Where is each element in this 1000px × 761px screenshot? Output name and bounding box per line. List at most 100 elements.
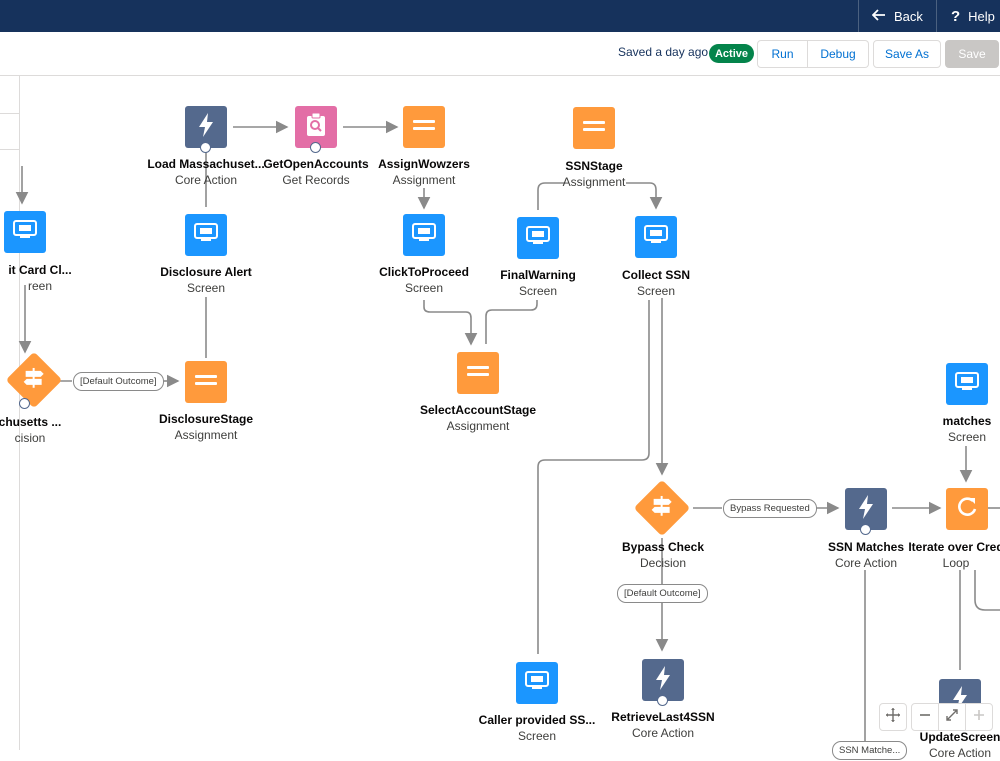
connector-dot[interactable] [310,142,321,153]
node-type: Loop [942,556,970,570]
node-name: Disclosure Alert [160,265,252,279]
screen-icon [525,670,549,696]
header-divider [858,0,859,32]
node-type: reen [27,279,53,293]
node-label: Load Massachuset... Core Action [147,156,264,188]
action-node-load-massachusetts[interactable] [185,106,227,148]
node-label: Caller provided SS... Screen [479,712,596,744]
save-button: Save [945,40,999,68]
node-name: FinalWarning [500,268,576,282]
node-name: ClickToProceed [379,265,469,279]
node-type: Screen [518,284,558,298]
node-type: Decision [639,556,687,570]
screen-node-collect-ssn[interactable] [635,216,677,258]
back-button[interactable]: Back [871,0,923,32]
plus-icon [973,708,985,726]
node-label: RetrieveLast4SSN Core Action [611,709,714,741]
action-node-retrieve-last4-ssn[interactable] [642,659,684,701]
node-label: DisclosureStage Assignment [159,411,253,443]
screen-icon [412,222,436,248]
zoom-in-button[interactable] [965,703,993,731]
node-name: Load Massachuset... [147,157,265,171]
node-name: AssignWowzers [378,157,470,171]
node-type: Core Action [928,746,992,760]
left-panel [0,76,20,750]
screen-node-caller-provided-ssn[interactable] [516,662,558,704]
arrow-left-icon [871,8,886,24]
panel-divider [0,113,19,114]
action-node-ssn-matches[interactable] [845,488,887,530]
node-name: GetOpenAccounts [263,157,369,171]
minus-icon [919,708,931,726]
assignment-icon [583,119,605,138]
assignment-node-ssn-stage[interactable] [573,107,615,149]
back-label: Back [894,8,923,24]
node-name: chusetts ... [0,415,62,429]
node-name: Bypass Check [621,540,705,554]
node-label: Bypass Check Decision [622,539,704,571]
decision-node-massachusetts[interactable] [5,351,63,409]
help-button[interactable]: ? Help [951,0,995,32]
connector-dot[interactable] [860,524,871,535]
connector-dot[interactable] [19,398,30,409]
lightning-icon [951,685,969,715]
node-type: Core Action [834,556,898,570]
flow-canvas[interactable] [20,76,1000,750]
edge-label-ssn-match[interactable]: SSN Matche... [832,741,908,760]
zoom-out-button[interactable] [911,703,939,731]
assignment-node-select-account-stage[interactable] [457,352,499,394]
screen-icon [644,224,668,250]
node-label: Collect SSN Screen [622,267,690,299]
node-label: chusetts ... cision [0,414,61,446]
screen-node-disclosure-alert[interactable] [185,214,227,256]
screen-node-matches[interactable] [946,363,988,405]
edge-label-default-outcome[interactable]: [Default Outcome] [73,372,164,391]
decision-node-bypass-check[interactable] [633,479,691,537]
node-name: it Card Cl... [8,263,72,277]
screen-icon [13,219,37,245]
save-as-button[interactable]: Save As [873,40,941,68]
node-type: Screen [404,281,444,295]
node-type: Assignment [392,173,456,187]
saved-status-text: Saved a day ago [618,45,709,59]
edge-label-default-outcome[interactable]: [Default Outcome] [617,584,708,603]
loop-node-iterate-over-credit[interactable] [946,488,988,530]
node-name: SSNStage [565,159,623,173]
search-record-icon [306,112,326,142]
node-type: Assignment [446,419,510,433]
lightning-icon [654,665,672,695]
node-type: Screen [517,729,557,743]
node-type: Screen [947,430,987,444]
node-label: SelectAccountStage Assignment [420,402,536,434]
screen-node-credit-card[interactable] [4,211,46,253]
fit-view-button[interactable] [938,703,966,731]
node-label: AssignWowzers Assignment [378,156,470,188]
connector-dot[interactable] [657,695,668,706]
lightning-icon [197,112,215,142]
global-header: Back ? Help [0,0,1000,32]
assignment-node-assign-wowzers[interactable] [403,106,445,148]
question-icon: ? [951,7,961,25]
records-node-get-open-accounts[interactable] [295,106,337,148]
screen-node-click-to-proceed[interactable] [403,214,445,256]
screen-node-final-warning[interactable] [517,217,559,259]
assignment-icon [467,364,489,383]
node-name: UpdateScreen [919,730,1000,744]
node-name: Iterate over Cred [908,540,1000,554]
screen-icon [955,371,979,397]
assignment-node-disclosure-stage[interactable] [185,361,227,403]
node-type: Get Records [282,173,350,187]
node-label: ClickToProceed Screen [379,264,469,296]
node-label: FinalWarning Screen [500,267,576,299]
run-button[interactable]: Run [757,40,808,68]
node-type: cision [14,431,46,445]
debug-button[interactable]: Debug [808,40,869,68]
node-name: Collect SSN [621,268,691,282]
signpost-icon [651,495,673,521]
node-label: Disclosure Alert Screen [160,264,252,296]
connector-dot[interactable] [200,142,211,153]
move-icon [886,707,900,727]
pan-button[interactable] [879,703,907,731]
edge-label-bypass-requested[interactable]: Bypass Requested [723,499,817,518]
help-label: Help [968,8,995,24]
